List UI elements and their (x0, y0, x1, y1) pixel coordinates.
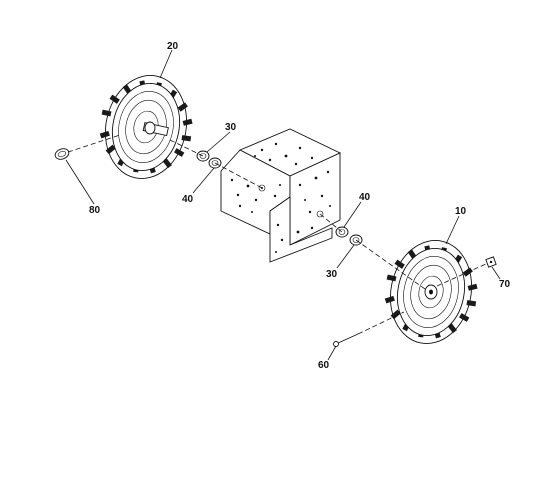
hairpin-clip (54, 148, 70, 160)
wheel-left (99, 75, 193, 179)
callout-60: 60 (318, 360, 330, 371)
callout-40-left: 40 (182, 194, 194, 205)
leader-lines (65, 49, 501, 361)
wheel-right (384, 240, 478, 344)
hub-cap (485, 256, 497, 268)
frame-housing (220, 128, 342, 263)
callout-70: 70 (499, 279, 511, 290)
callout-20: 20 (167, 41, 179, 52)
callout-30-right: 30 (326, 269, 338, 280)
callout-30-left: 30 (225, 122, 237, 133)
assembly-lines (67, 134, 489, 335)
callout-40-right: 40 (359, 192, 371, 203)
clevis-pin (333, 333, 359, 347)
callout-80: 80 (89, 205, 101, 216)
callout-10: 10 (455, 206, 467, 217)
